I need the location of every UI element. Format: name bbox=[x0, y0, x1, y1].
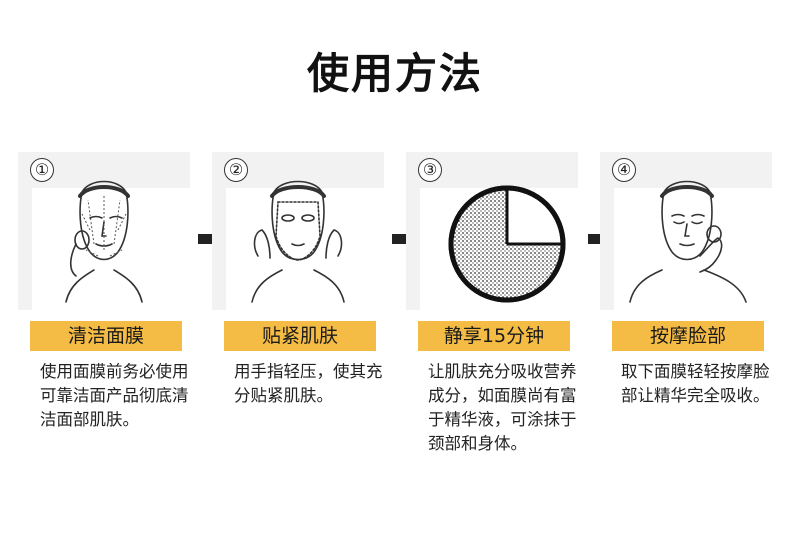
step-3-description: 让肌肤充分吸收营养成分，如面膜尚有富于精华液，可涂抹于颈部和身体。 bbox=[428, 362, 577, 453]
step-3-number: ③ bbox=[418, 158, 442, 182]
face-massage-icon bbox=[65, 180, 143, 303]
step-2-label: 贴紧肌肤 bbox=[224, 321, 376, 351]
step-1-label: 清洁面膜 bbox=[30, 321, 182, 351]
step-1-description: 使用面膜前务必使用可靠洁面产品彻底清洁面部肌肤。 bbox=[40, 362, 189, 429]
face-pat-icon bbox=[629, 180, 747, 303]
step-4-number: ④ bbox=[612, 158, 636, 182]
step-2-panel: ② bbox=[212, 152, 384, 310]
step-4-label: 按摩脸部 bbox=[612, 321, 764, 351]
page-title: 使用方法 bbox=[306, 49, 483, 98]
step-2-description: 用手指轻压，使其充分贴紧肌肤。 bbox=[234, 362, 383, 405]
clock-15-minutes-icon bbox=[448, 185, 566, 303]
step-3-panel: ③ bbox=[406, 152, 578, 310]
step-4-description: 取下面膜轻轻按摩脸部让精华完全吸收。 bbox=[621, 362, 770, 405]
step-3-label: 静享15分钟 bbox=[418, 321, 570, 351]
step-1-number: ① bbox=[30, 158, 54, 182]
step-2-number: ② bbox=[224, 158, 248, 182]
step-1-panel: ① bbox=[18, 152, 190, 310]
face-sheet-mask-icon bbox=[251, 180, 345, 303]
step-4-panel: ④ bbox=[600, 152, 772, 310]
